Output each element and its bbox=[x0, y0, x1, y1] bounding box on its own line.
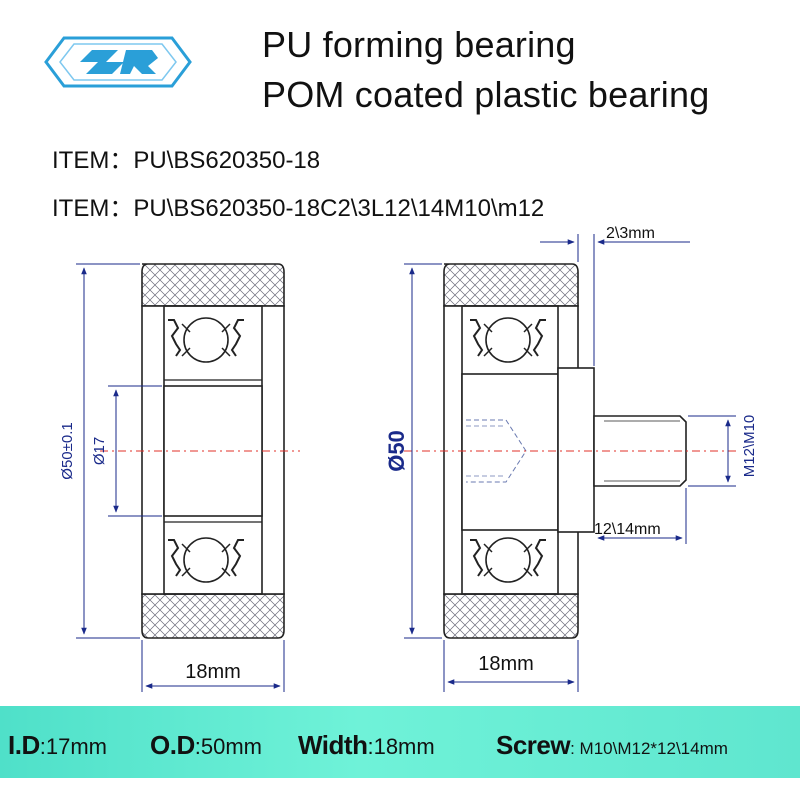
title-line-2: POM coated plastic bearing bbox=[262, 74, 710, 115]
spec-id: I.D:17mm bbox=[8, 730, 107, 761]
item-label: ITEM： bbox=[52, 147, 134, 174]
left-section-view: Ø50±0.1 Ø17 18mm bbox=[59, 263, 300, 692]
pu-coating-bottom bbox=[141, 593, 285, 639]
spec-od-value: :50mm bbox=[194, 734, 262, 759]
spec-width-value: :18mm bbox=[367, 734, 435, 759]
left-id-label: Ø17 bbox=[91, 437, 108, 465]
spec-screw-value: : M10\M12*12\14mm bbox=[570, 739, 728, 758]
spec-id-value: :17mm bbox=[39, 734, 107, 759]
spec-od-key: O.D bbox=[150, 730, 195, 760]
spec-banner bbox=[0, 706, 800, 778]
item-label: ITEM： bbox=[52, 195, 134, 222]
spec-width: Width:18mm bbox=[298, 730, 435, 761]
right-section-view: Ø50 2\3mm 12\14mm M12\M10 18mm bbox=[384, 225, 758, 692]
item-code: PU\BS620350-18 bbox=[133, 147, 321, 174]
spec-id-key: I.D bbox=[8, 730, 40, 760]
right-od-label: Ø50 bbox=[384, 430, 409, 472]
item-line-1: ITEM：PU\BS620350-18 bbox=[52, 140, 320, 175]
spec-od: O.D:50mm bbox=[150, 730, 262, 761]
item-line-2: ITEM：PU\BS620350-18C2\3L12\14M10\m12 bbox=[52, 188, 544, 223]
pu-coating-top bbox=[443, 263, 579, 307]
left-width-label: 18mm bbox=[185, 661, 241, 683]
item-code: PU\BS620350-18C2\3L12\14M10\m12 bbox=[133, 195, 545, 222]
company-logo bbox=[44, 36, 192, 88]
step-width-label: 2\3mm bbox=[606, 225, 655, 242]
spec-screw: Screw: M10\M12*12\14mm bbox=[496, 730, 728, 761]
thread-size-label: M12\M10 bbox=[741, 415, 758, 478]
shaft-length-label: 12\14mm bbox=[594, 521, 661, 538]
spec-screw-key: Screw bbox=[496, 730, 571, 760]
left-od-label: Ø50±0.1 bbox=[59, 422, 76, 479]
pu-coating-bottom bbox=[443, 593, 579, 639]
right-width-label: 18mm bbox=[478, 653, 534, 675]
spec-width-key: Width bbox=[298, 730, 368, 760]
title-line-1: PU forming bearing bbox=[262, 24, 576, 65]
pu-coating-top bbox=[141, 263, 285, 307]
